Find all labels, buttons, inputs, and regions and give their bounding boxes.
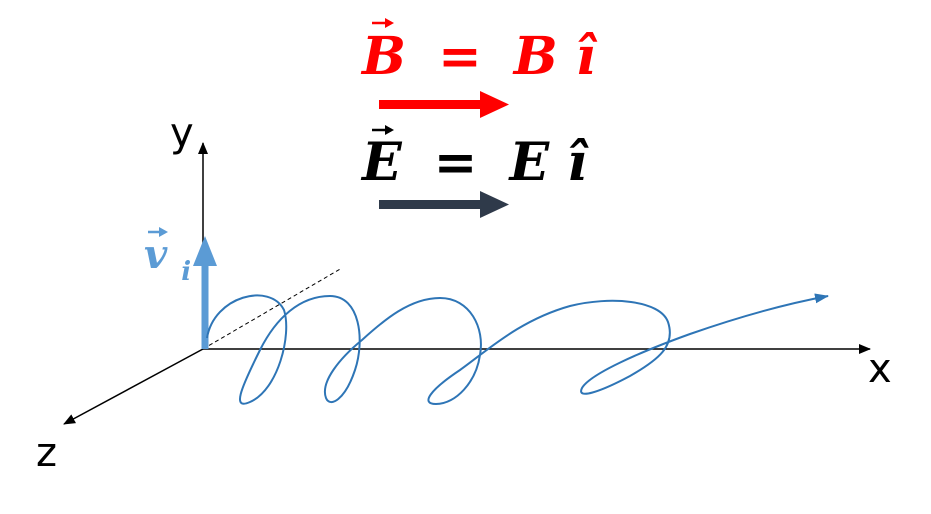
e-equals-sign: = bbox=[434, 132, 478, 193]
b-field-magnitude: B bbox=[512, 26, 558, 87]
velocity-subscript: i bbox=[181, 257, 191, 287]
y-axis-label: y bbox=[170, 110, 194, 156]
e-field-equation: E = E î bbox=[360, 125, 589, 193]
e-field-symbol: E bbox=[360, 132, 403, 193]
initial-velocity-vector bbox=[193, 236, 217, 349]
e-direction-arrow bbox=[379, 191, 509, 218]
svg-text:B = B î: B = B î bbox=[360, 26, 598, 87]
velocity-symbol: v bbox=[144, 231, 168, 278]
e-vector-overarrow-icon bbox=[372, 125, 394, 135]
z-axis bbox=[63, 348, 204, 425]
svg-text:v i: v i bbox=[144, 231, 191, 287]
b-direction-arrow bbox=[379, 91, 509, 118]
velocity-overarrow-icon bbox=[148, 227, 168, 237]
velocity-label: v i bbox=[144, 227, 191, 287]
b-field-symbol: B bbox=[360, 26, 406, 87]
b-unit-vector: î bbox=[576, 26, 598, 87]
b-vector-overarrow-icon bbox=[372, 18, 394, 28]
b-equals-sign: = bbox=[438, 26, 482, 87]
e-unit-vector: î bbox=[567, 132, 589, 193]
helical-trajectory bbox=[206, 293, 829, 406]
reference-dashed-line bbox=[202, 267, 343, 350]
svg-text:E = E î: E = E î bbox=[360, 132, 589, 193]
z-axis-label: z bbox=[36, 430, 57, 476]
e-field-magnitude: E bbox=[507, 132, 550, 193]
b-field-equation: B = B î bbox=[360, 18, 598, 87]
x-axis-label: x bbox=[868, 346, 892, 392]
